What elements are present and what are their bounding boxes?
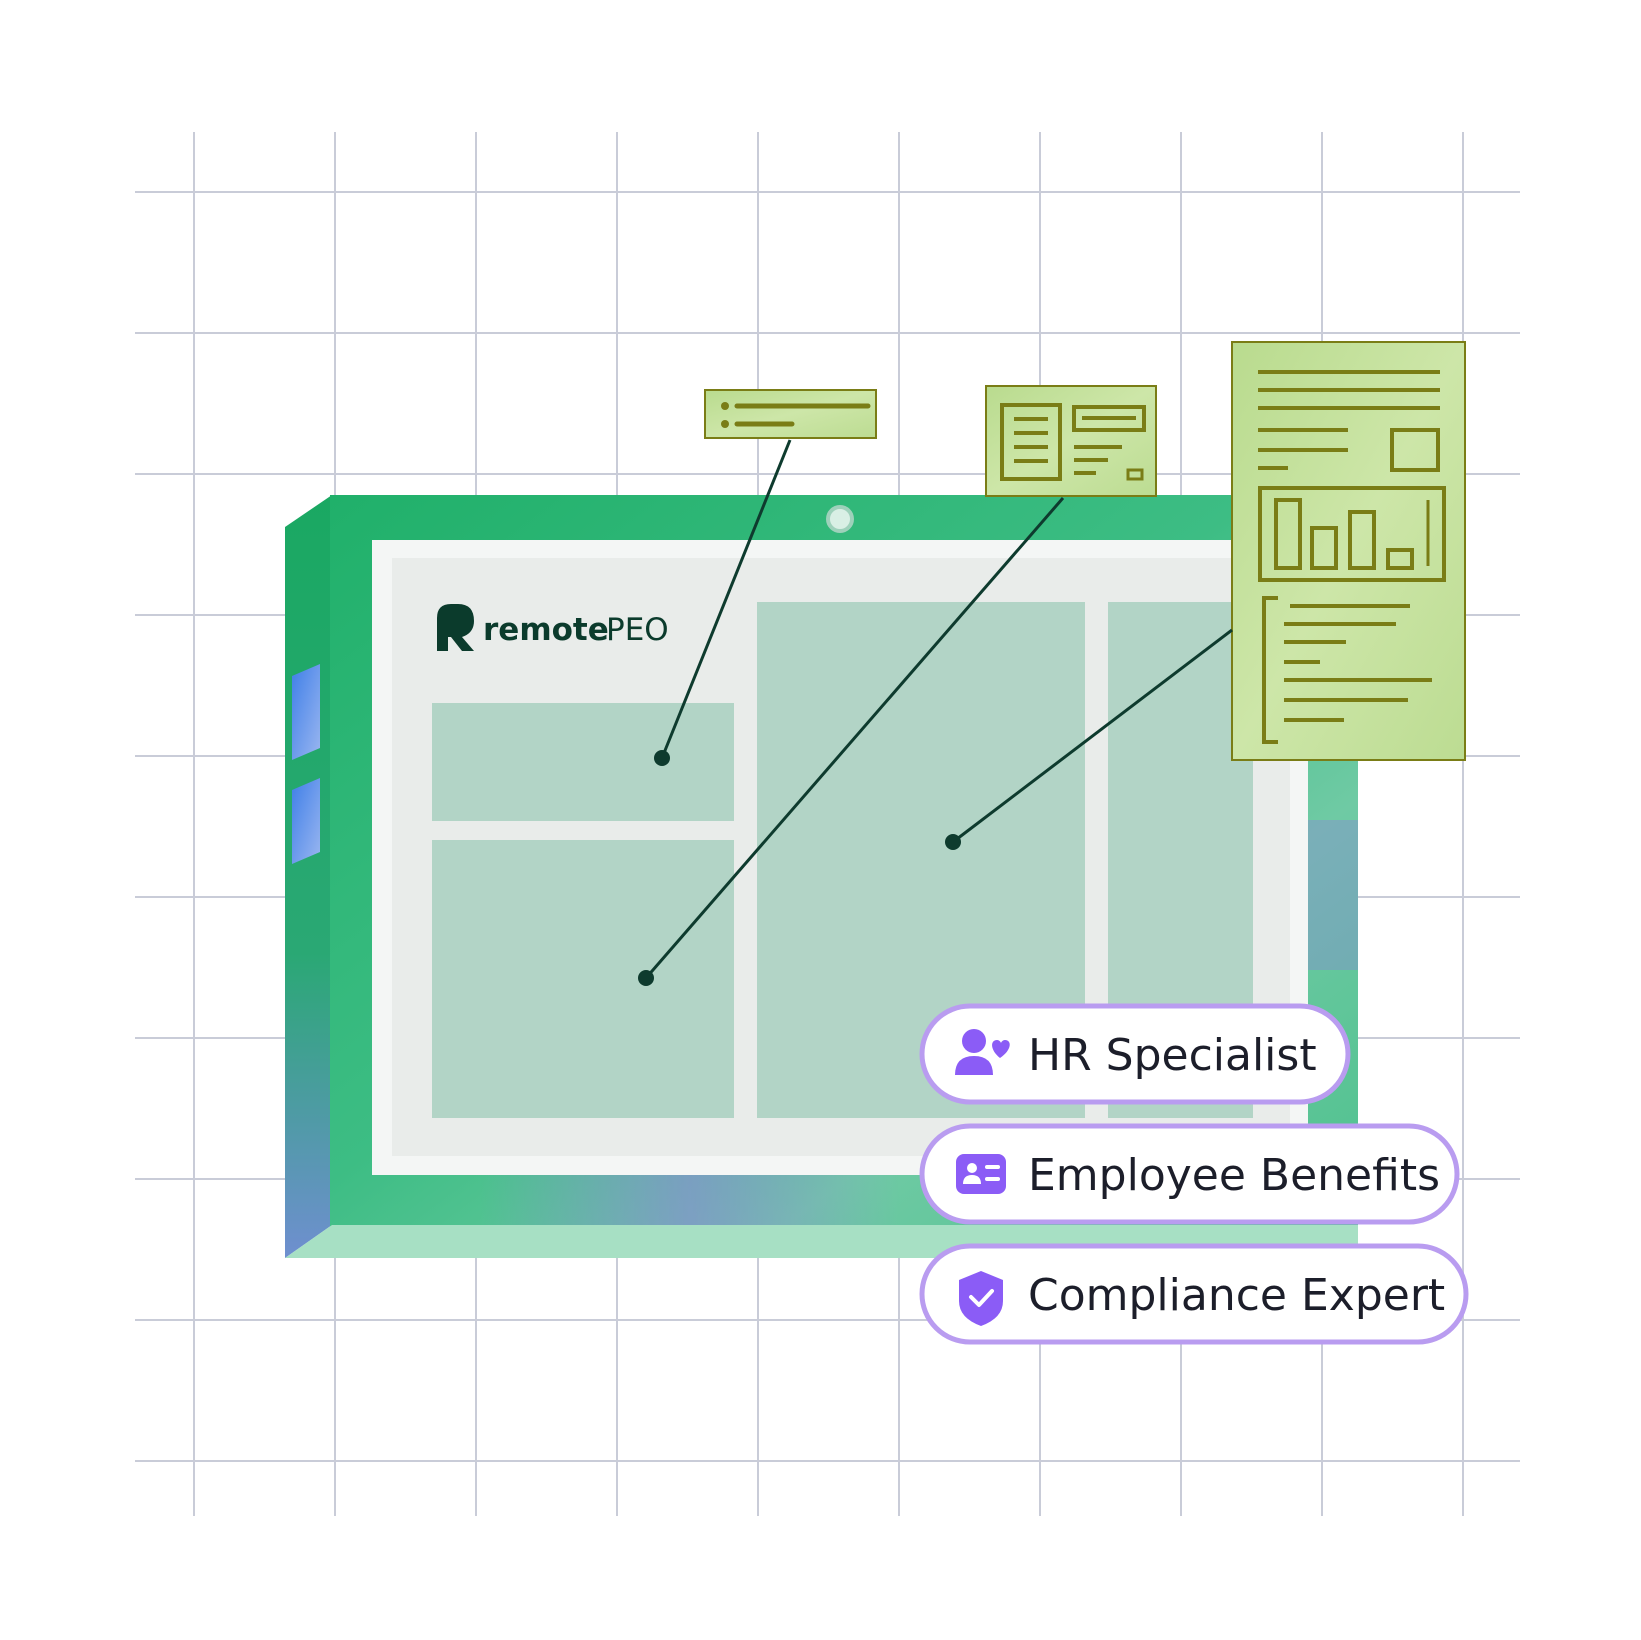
pill-hr-specialist: HR Specialist	[919, 1003, 1351, 1105]
connector-dot-top-left	[654, 750, 670, 766]
connector-dot-center	[945, 834, 961, 850]
hr-specialist-icon	[955, 1029, 1010, 1075]
brand-name: remote	[483, 612, 609, 648]
report-card	[1231, 341, 1466, 761]
tablet-purple-wash	[480, 1175, 900, 1230]
pill-employee-benefits-label: Employee Benefits	[1028, 1150, 1440, 1201]
remote-logo-mark	[437, 604, 474, 651]
pill-compliance-expert-label: Compliance Expert	[1028, 1270, 1445, 1321]
side-button-lower	[292, 778, 320, 864]
pill-hr-specialist-label: HR Specialist	[1028, 1030, 1317, 1081]
connector-lines	[644, 439, 1233, 979]
profile-card	[985, 385, 1157, 497]
connector-dot-bottom-left	[638, 970, 654, 986]
panel-top-left	[432, 703, 734, 821]
tablet-purple-wash-right	[1300, 820, 1358, 970]
employee-benefits-icon	[956, 1154, 1006, 1194]
compliance-shield-icon	[959, 1271, 1003, 1326]
remote-logo: remote PEO	[437, 604, 669, 651]
connector-list-card	[660, 439, 792, 759]
pill-employee-benefits: Employee Benefits	[919, 1123, 1460, 1225]
pill-compliance-expert: Compliance Expert	[919, 1243, 1469, 1345]
brand-product: PEO	[606, 612, 669, 648]
side-button-upper	[292, 664, 320, 760]
panel-bottom-left	[432, 840, 734, 1118]
connector-report-card	[952, 628, 1233, 844]
tablet-side	[285, 495, 332, 1258]
camera-lens	[826, 505, 854, 533]
connector-profile-card	[644, 497, 1065, 979]
connector-dots	[638, 750, 961, 986]
list-card	[704, 389, 877, 439]
